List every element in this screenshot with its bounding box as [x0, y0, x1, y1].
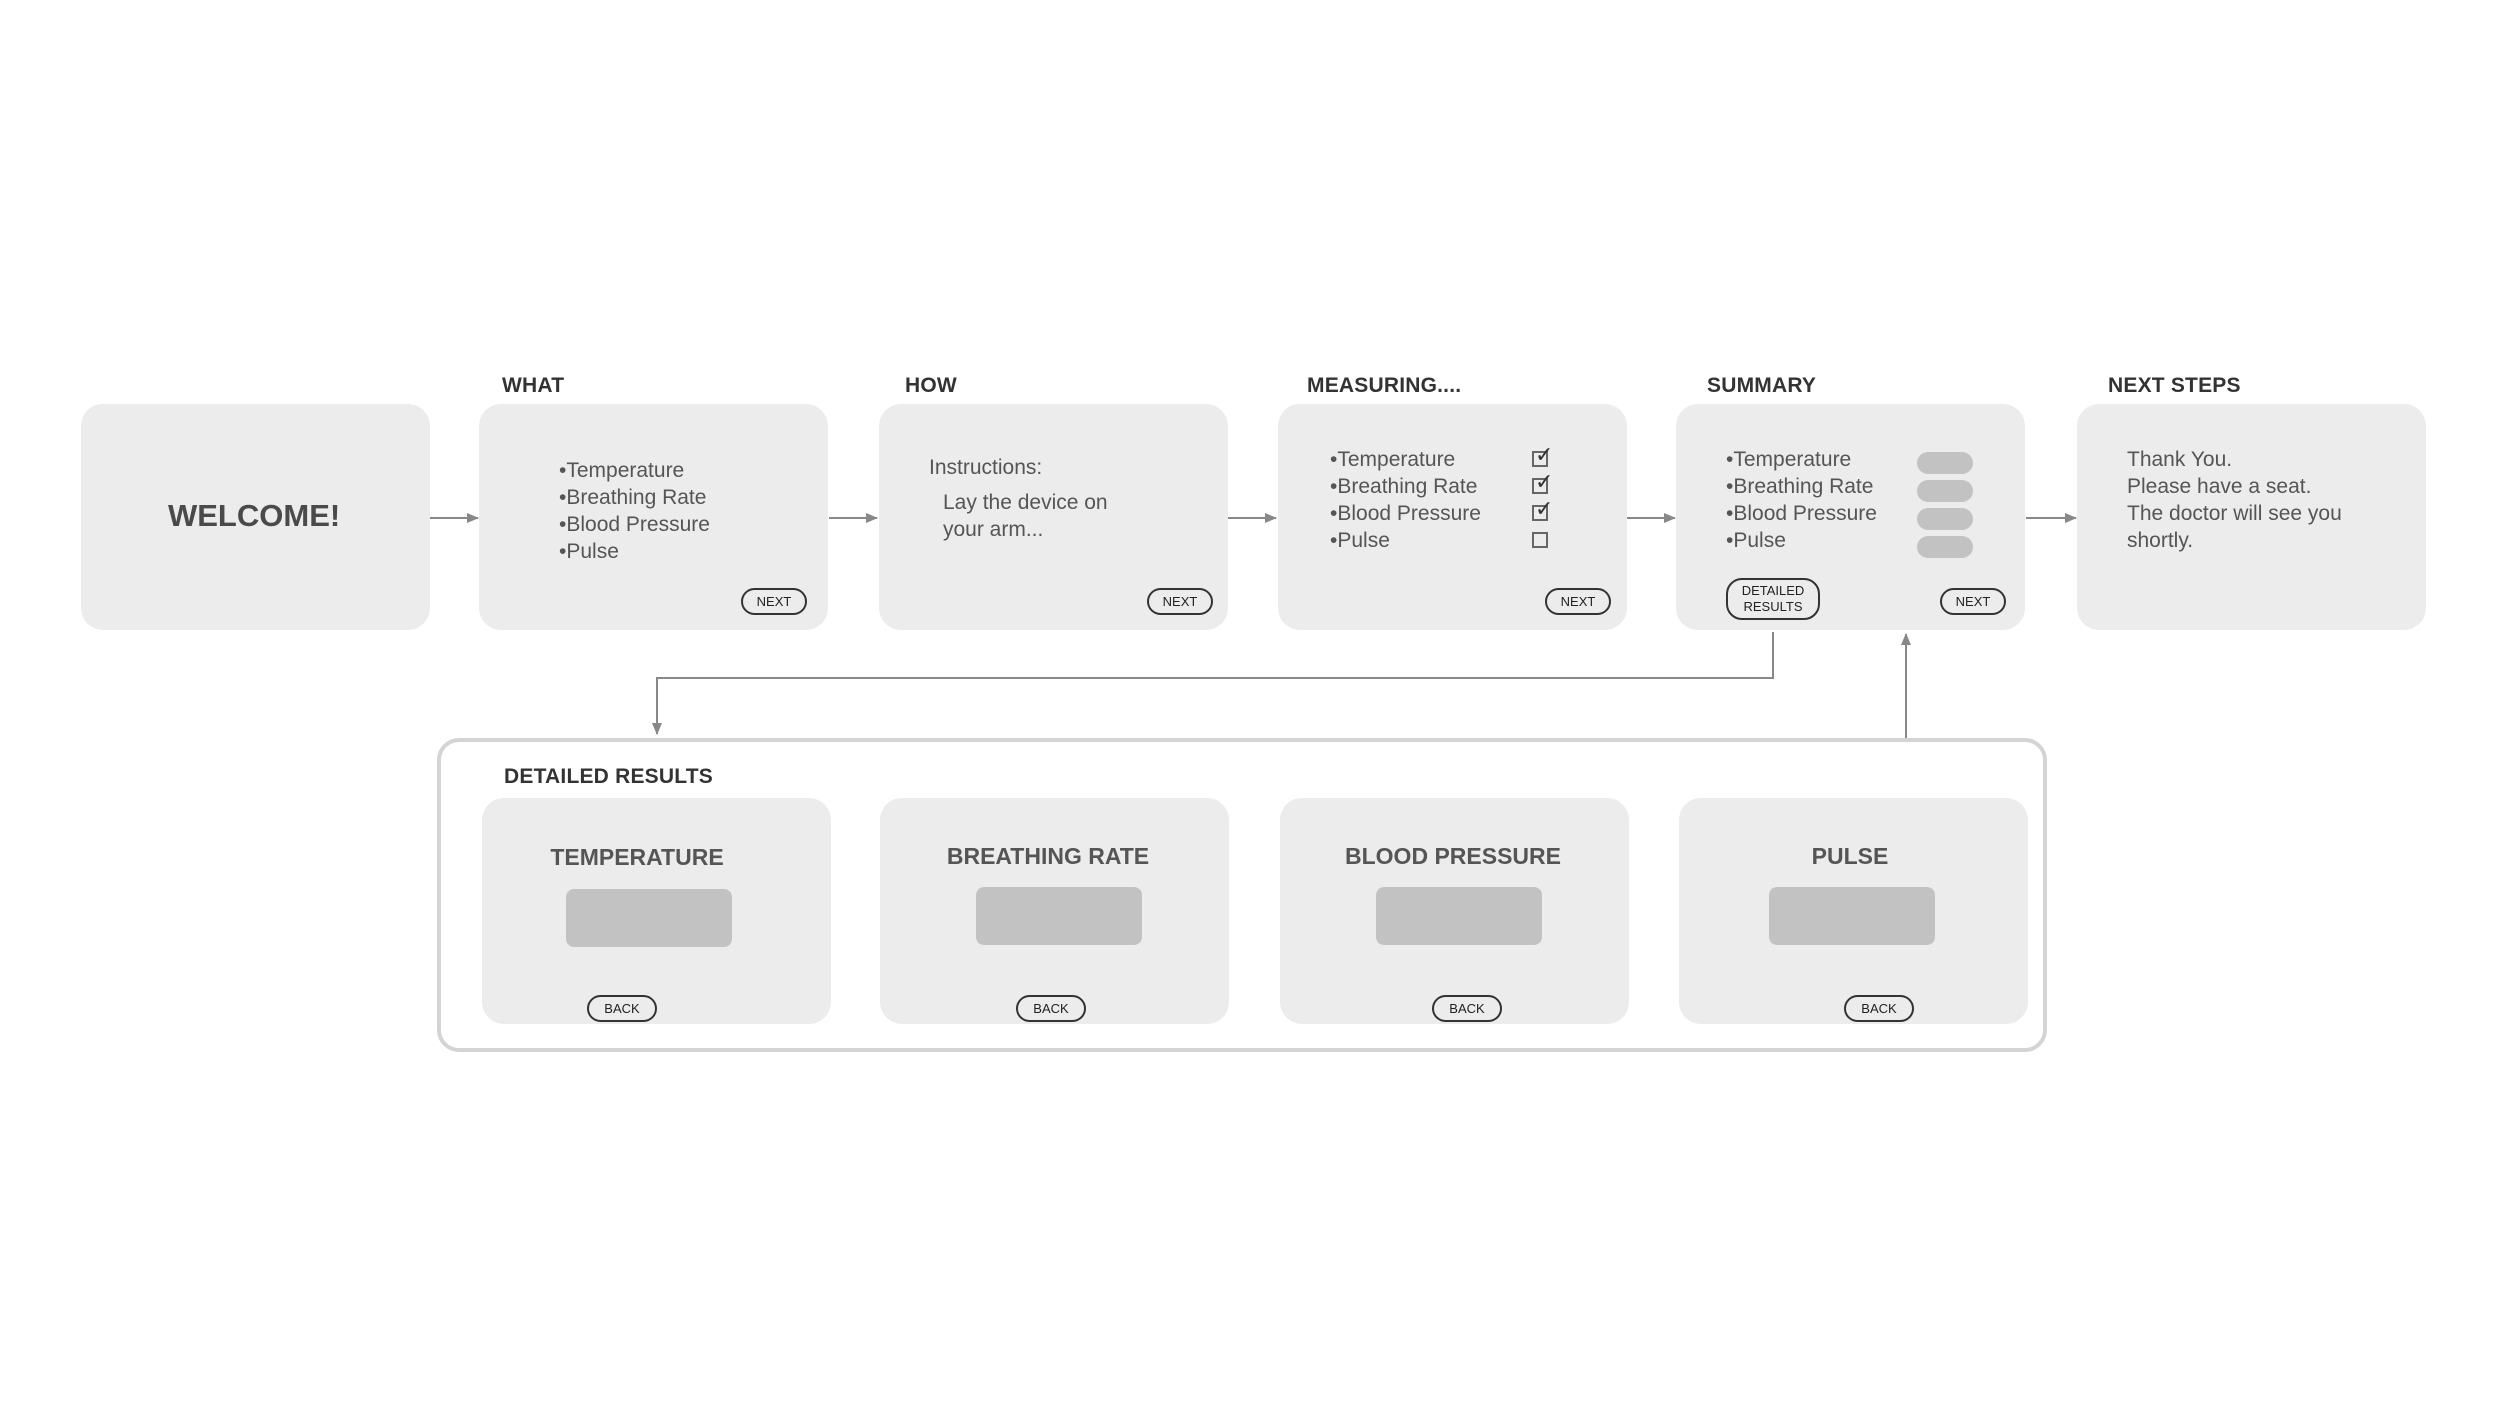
- breathing-rate-back-button[interactable]: BACK: [1016, 995, 1086, 1022]
- card-title: BLOOD PRESSURE: [1345, 843, 1561, 869]
- what-label: WHAT: [502, 374, 565, 397]
- summary-next-button[interactable]: NEXT: [1940, 588, 2006, 615]
- checkmark-icon: ✓: [1535, 496, 1554, 521]
- temperature-back-button[interactable]: BACK: [587, 995, 657, 1022]
- list-item: •Temperature: [1330, 448, 1456, 471]
- instructions-label: Instructions:: [929, 456, 1043, 479]
- instructions-text: Lay the device on your arm...: [943, 491, 1108, 541]
- pulse-card: PULSE BACK: [1679, 798, 2028, 1024]
- checkmark-icon: ✓: [1535, 469, 1554, 494]
- checkbox-checked: ✓: [1532, 444, 1553, 467]
- result-bar: [1917, 536, 1973, 558]
- result-value-box: [1769, 887, 1935, 945]
- what-measure-list: •Temperature •Breathing Rate •Blood Pres…: [559, 457, 710, 565]
- welcome-panel: WELCOME!: [81, 404, 430, 630]
- next-steps-label: NEXT STEPS: [2108, 374, 2241, 397]
- result-value-box: [976, 887, 1142, 945]
- blood-pressure-back-button[interactable]: BACK: [1432, 995, 1502, 1022]
- card-title: PULSE: [1811, 843, 1889, 869]
- detailed-results-frame: [437, 738, 2047, 1052]
- list-item: •Breathing Rate: [559, 486, 707, 509]
- what-panel: •Temperature •Breathing Rate •Blood Pres…: [479, 404, 828, 630]
- list-item: •Blood Pressure: [1330, 502, 1481, 525]
- checkbox-checked: ✓: [1532, 471, 1553, 494]
- checkbox-checked: ✓: [1532, 498, 1553, 521]
- card-title: TEMPERATURE: [550, 844, 724, 870]
- breathing-rate-card: BREATHING RATE BACK: [880, 798, 1229, 1024]
- list-item: •Pulse: [1726, 529, 1786, 552]
- measuring-panel: •Temperature •Breathing Rate •Blood Pres…: [1278, 404, 1627, 630]
- how-panel: Instructions: Lay the device on your arm…: [879, 404, 1228, 630]
- list-item: •Temperature: [1726, 448, 1852, 471]
- result-bar: [1917, 452, 1973, 474]
- welcome-title: WELCOME!: [168, 498, 341, 533]
- summary-list: •Temperature •Breathing Rate •Blood Pres…: [1726, 446, 1877, 554]
- result-value-box: [566, 889, 732, 947]
- list-item: •Blood Pressure: [1726, 502, 1877, 525]
- measuring-next-button[interactable]: NEXT: [1545, 588, 1611, 615]
- next-steps-message: Thank You. Please have a seat. The docto…: [2127, 448, 2342, 552]
- arrow-summary-to-detailed: [652, 632, 1774, 735]
- detailed-results-label: DETAILED RESULTS: [504, 765, 713, 788]
- detailed-results-button[interactable]: DETAILED RESULTS: [1726, 578, 1820, 620]
- list-item: •Breathing Rate: [1726, 475, 1874, 498]
- blood-pressure-card: BLOOD PRESSURE BACK: [1280, 798, 1629, 1024]
- list-item: •Temperature: [559, 459, 685, 482]
- list-item: •Pulse: [1330, 529, 1390, 552]
- checkbox-unchecked: [1532, 532, 1548, 548]
- how-next-button[interactable]: NEXT: [1147, 588, 1213, 615]
- checkmark-icon: ✓: [1535, 442, 1554, 467]
- measuring-list: •Temperature •Breathing Rate •Blood Pres…: [1330, 446, 1481, 554]
- measuring-label: MEASURING....: [1307, 374, 1462, 397]
- result-value-box: [1376, 887, 1542, 945]
- summary-label: SUMMARY: [1707, 374, 1817, 397]
- summary-panel: •Temperature •Breathing Rate •Blood Pres…: [1676, 404, 2025, 630]
- temperature-card: TEMPERATURE BACK: [482, 798, 831, 1024]
- result-bar: [1917, 508, 1973, 530]
- list-item: •Pulse: [559, 540, 619, 563]
- pulse-back-button[interactable]: BACK: [1844, 995, 1914, 1022]
- result-bar: [1917, 480, 1973, 502]
- list-item: •Blood Pressure: [559, 513, 710, 536]
- next-steps-panel: Thank You. Please have a seat. The docto…: [2077, 404, 2426, 630]
- card-title: BREATHING RATE: [946, 843, 1150, 869]
- what-next-button[interactable]: NEXT: [741, 588, 807, 615]
- how-label: HOW: [905, 374, 957, 397]
- list-item: •Breathing Rate: [1330, 475, 1478, 498]
